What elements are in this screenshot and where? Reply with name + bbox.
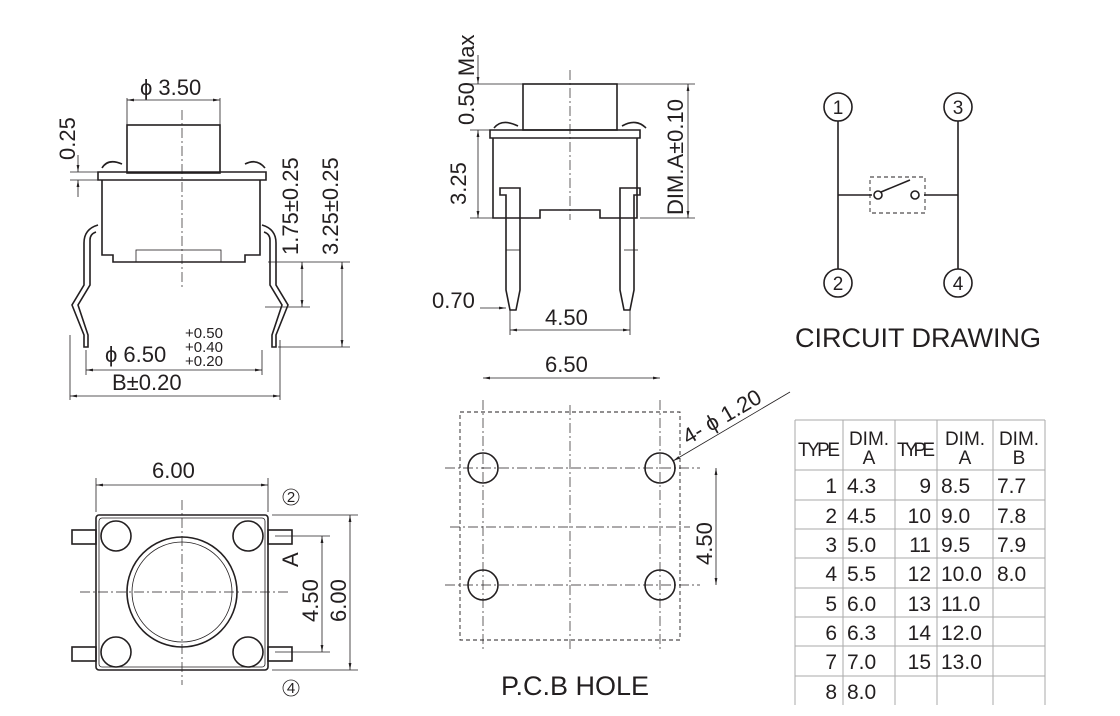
table-cell: A [959, 448, 972, 469]
top-pitch-dim: 4.50 [298, 579, 323, 622]
table-cell: 7.0 [847, 651, 876, 674]
table-cell: 12 [908, 563, 931, 586]
table-cell: 1 [825, 475, 837, 498]
table-cell: 7.8 [997, 505, 1026, 528]
table-cell: 12.0 [941, 622, 982, 645]
pcb-width-dim: 6.50 [545, 352, 588, 377]
table-cell: 15 [908, 651, 931, 674]
table-cell: 4.3 [847, 475, 876, 498]
table-cell: 14 [908, 622, 932, 645]
pin-2-label: 2 [833, 274, 844, 295]
max-travel-dim: 0.50 Max [454, 35, 479, 126]
table-cell: 4 [825, 563, 837, 586]
top-width-dim: 6.00 [152, 458, 195, 483]
table-cell: 9 [919, 475, 931, 498]
width-b-dim: B±0.20 [112, 370, 182, 395]
button-diameter-dim: ϕ 3.50 [140, 75, 201, 100]
dim-a-dim: DIM.A±0.10 [663, 99, 688, 215]
table-cell: DIM. [849, 429, 889, 450]
pcb-pitch-dim: 4.50 [692, 522, 717, 565]
table-cell: 8.0 [997, 563, 1026, 586]
tolerance-upper: +0.50 [185, 325, 223, 342]
pin-pitch-dim: 4.50 [545, 305, 588, 330]
table-cell: 5.0 [847, 534, 876, 557]
table-cell: 10 [908, 505, 931, 528]
table-cell: 7.9 [997, 534, 1026, 557]
hole-diameter-dim: 4- ϕ 1.20 [678, 384, 766, 449]
table-cell: 10.0 [941, 563, 982, 586]
table-cell: 9.0 [941, 505, 970, 528]
table-cell: 5.5 [847, 563, 876, 586]
top-height-dim: 6.00 [326, 579, 351, 622]
table-cell: TYPE [897, 440, 935, 461]
pin-2-marker: 2 [287, 489, 295, 506]
table-cell: 6 [825, 622, 837, 645]
table-cell: 11.0 [941, 593, 980, 616]
tolerance-mid: +0.40 [185, 339, 223, 356]
pin-3-label: 3 [953, 98, 964, 119]
table-cell: 2 [825, 505, 837, 528]
height-2-dim: 3.25±0.25 [318, 157, 343, 255]
table-cell: 6.3 [847, 622, 876, 645]
table-cell: 13 [908, 593, 931, 616]
pcb-hole-view: 6.50 4- ϕ 1.20 4.50 P.C.B HOLE [445, 352, 791, 701]
tolerance-lower: +0.20 [185, 353, 223, 370]
table-cell: 5 [825, 593, 837, 616]
table-cell: B [1013, 448, 1026, 469]
table-cell: 8.5 [941, 475, 970, 498]
circuit-drawing-title: CIRCUIT DRAWING [795, 323, 1041, 353]
table-cell: 7.7 [997, 475, 1026, 498]
table-cell: 11 [909, 534, 931, 557]
table-cell: TYPE [798, 440, 840, 461]
table-cell: 7 [825, 651, 837, 674]
pin-4-marker: 4 [287, 680, 295, 697]
pin-width-dim: 0.70 [432, 288, 475, 313]
table-cell: 9.5 [941, 534, 970, 557]
table-cell: 13.0 [941, 651, 982, 674]
table-cell: A [863, 448, 876, 469]
top-gap-dim: 0.25 [55, 117, 80, 160]
pin-4-label: 4 [953, 274, 964, 295]
height-1-dim: 1.75±0.25 [278, 157, 303, 255]
circuit-drawing: 1 3 2 4 CIRCUIT DRAWING [795, 92, 1041, 353]
table-cell: DIM. [945, 429, 985, 450]
side-view: ϕ 3.50 0.25 1.75±0.25 3.25±0.25 ϕ 6.50 +… [55, 75, 350, 400]
a-label: A [278, 552, 303, 567]
pin-1-label: 1 [833, 98, 844, 119]
top-view: 6.00 4.50 6.00 A 2 4 [71, 458, 358, 697]
table-cell: DIM. [999, 429, 1039, 450]
table-cell: 8 [825, 681, 837, 704]
table-cell: 3 [825, 534, 837, 557]
lead-span-dim: ϕ 6.50 [105, 342, 166, 367]
front-view: 0.50 Max 3.25 DIM.A±0.10 0.70 4.50 [432, 35, 695, 335]
table-cell: 8.0 [847, 681, 876, 704]
pcb-hole-title: P.C.B HOLE [501, 671, 649, 701]
body-height-dim: 3.25 [446, 162, 471, 205]
table-cell: 6.0 [847, 593, 876, 616]
table-cell: 4.5 [847, 505, 876, 528]
